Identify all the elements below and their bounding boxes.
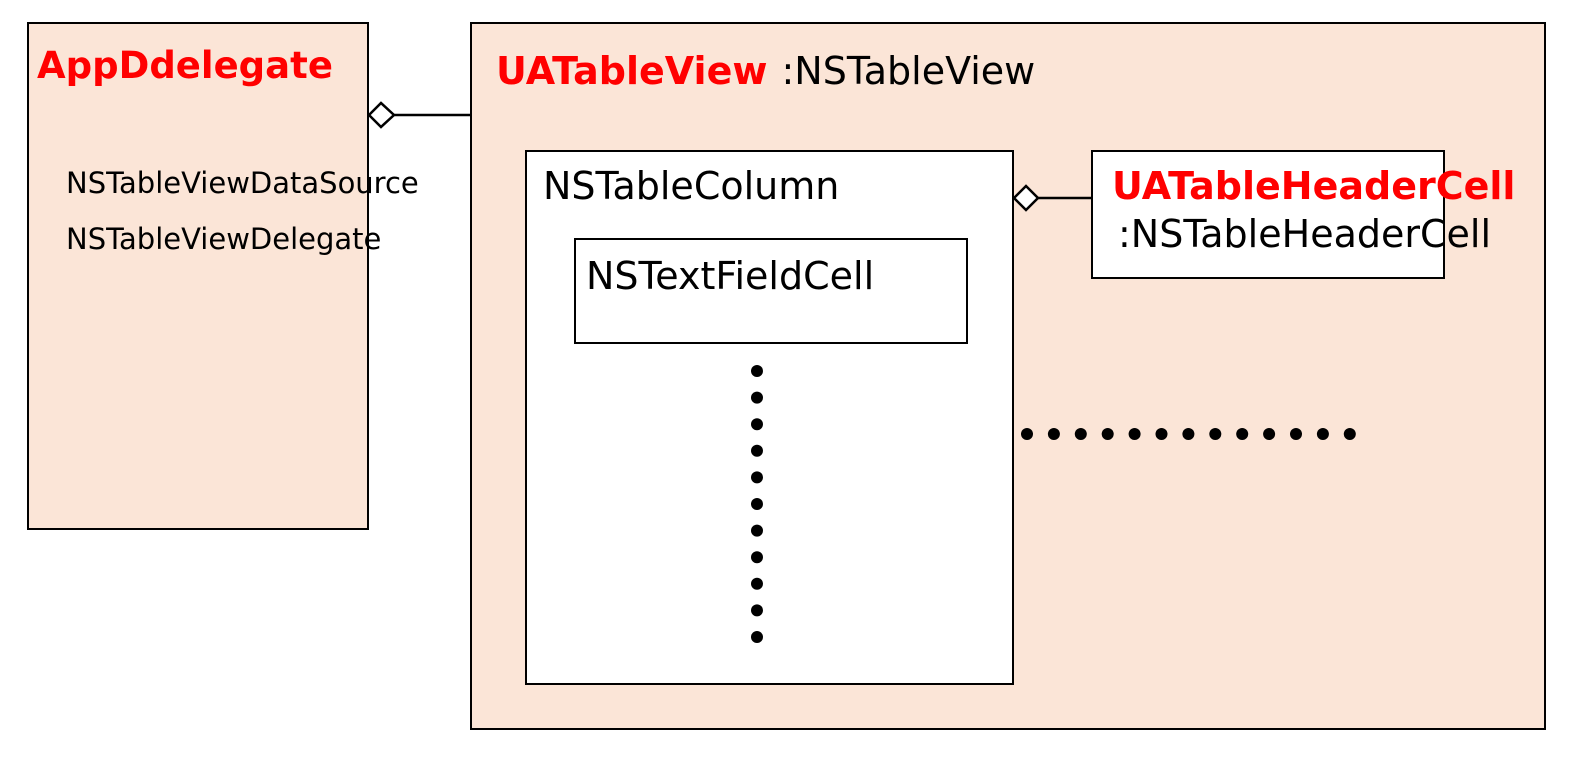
aggregation-diamond-app-tableview <box>367 101 396 129</box>
table-view-title-line: UATableView :NSTableView <box>496 49 1035 93</box>
table-view-name: UATableView <box>496 49 768 93</box>
table-column-title: NSTableColumn <box>543 164 840 208</box>
header-cell-name: UATableHeaderCell <box>1112 164 1516 208</box>
text-field-cell-title: NSTextFieldCell <box>586 254 875 298</box>
protocol-delegate-label: NSTableViewDelegate <box>66 222 382 256</box>
header-cell-box <box>1091 150 1445 279</box>
app-delegate-box <box>27 22 369 530</box>
table-column-box <box>525 150 1014 685</box>
header-cell-superclass: :NSTableHeaderCell <box>1118 212 1492 256</box>
app-delegate-title: AppDdelegate <box>37 44 333 87</box>
protocol-datasource-label: NSTableViewDataSource <box>66 166 419 200</box>
table-view-superclass: :NSTableView <box>781 49 1036 93</box>
text-field-cell-box <box>574 238 968 344</box>
